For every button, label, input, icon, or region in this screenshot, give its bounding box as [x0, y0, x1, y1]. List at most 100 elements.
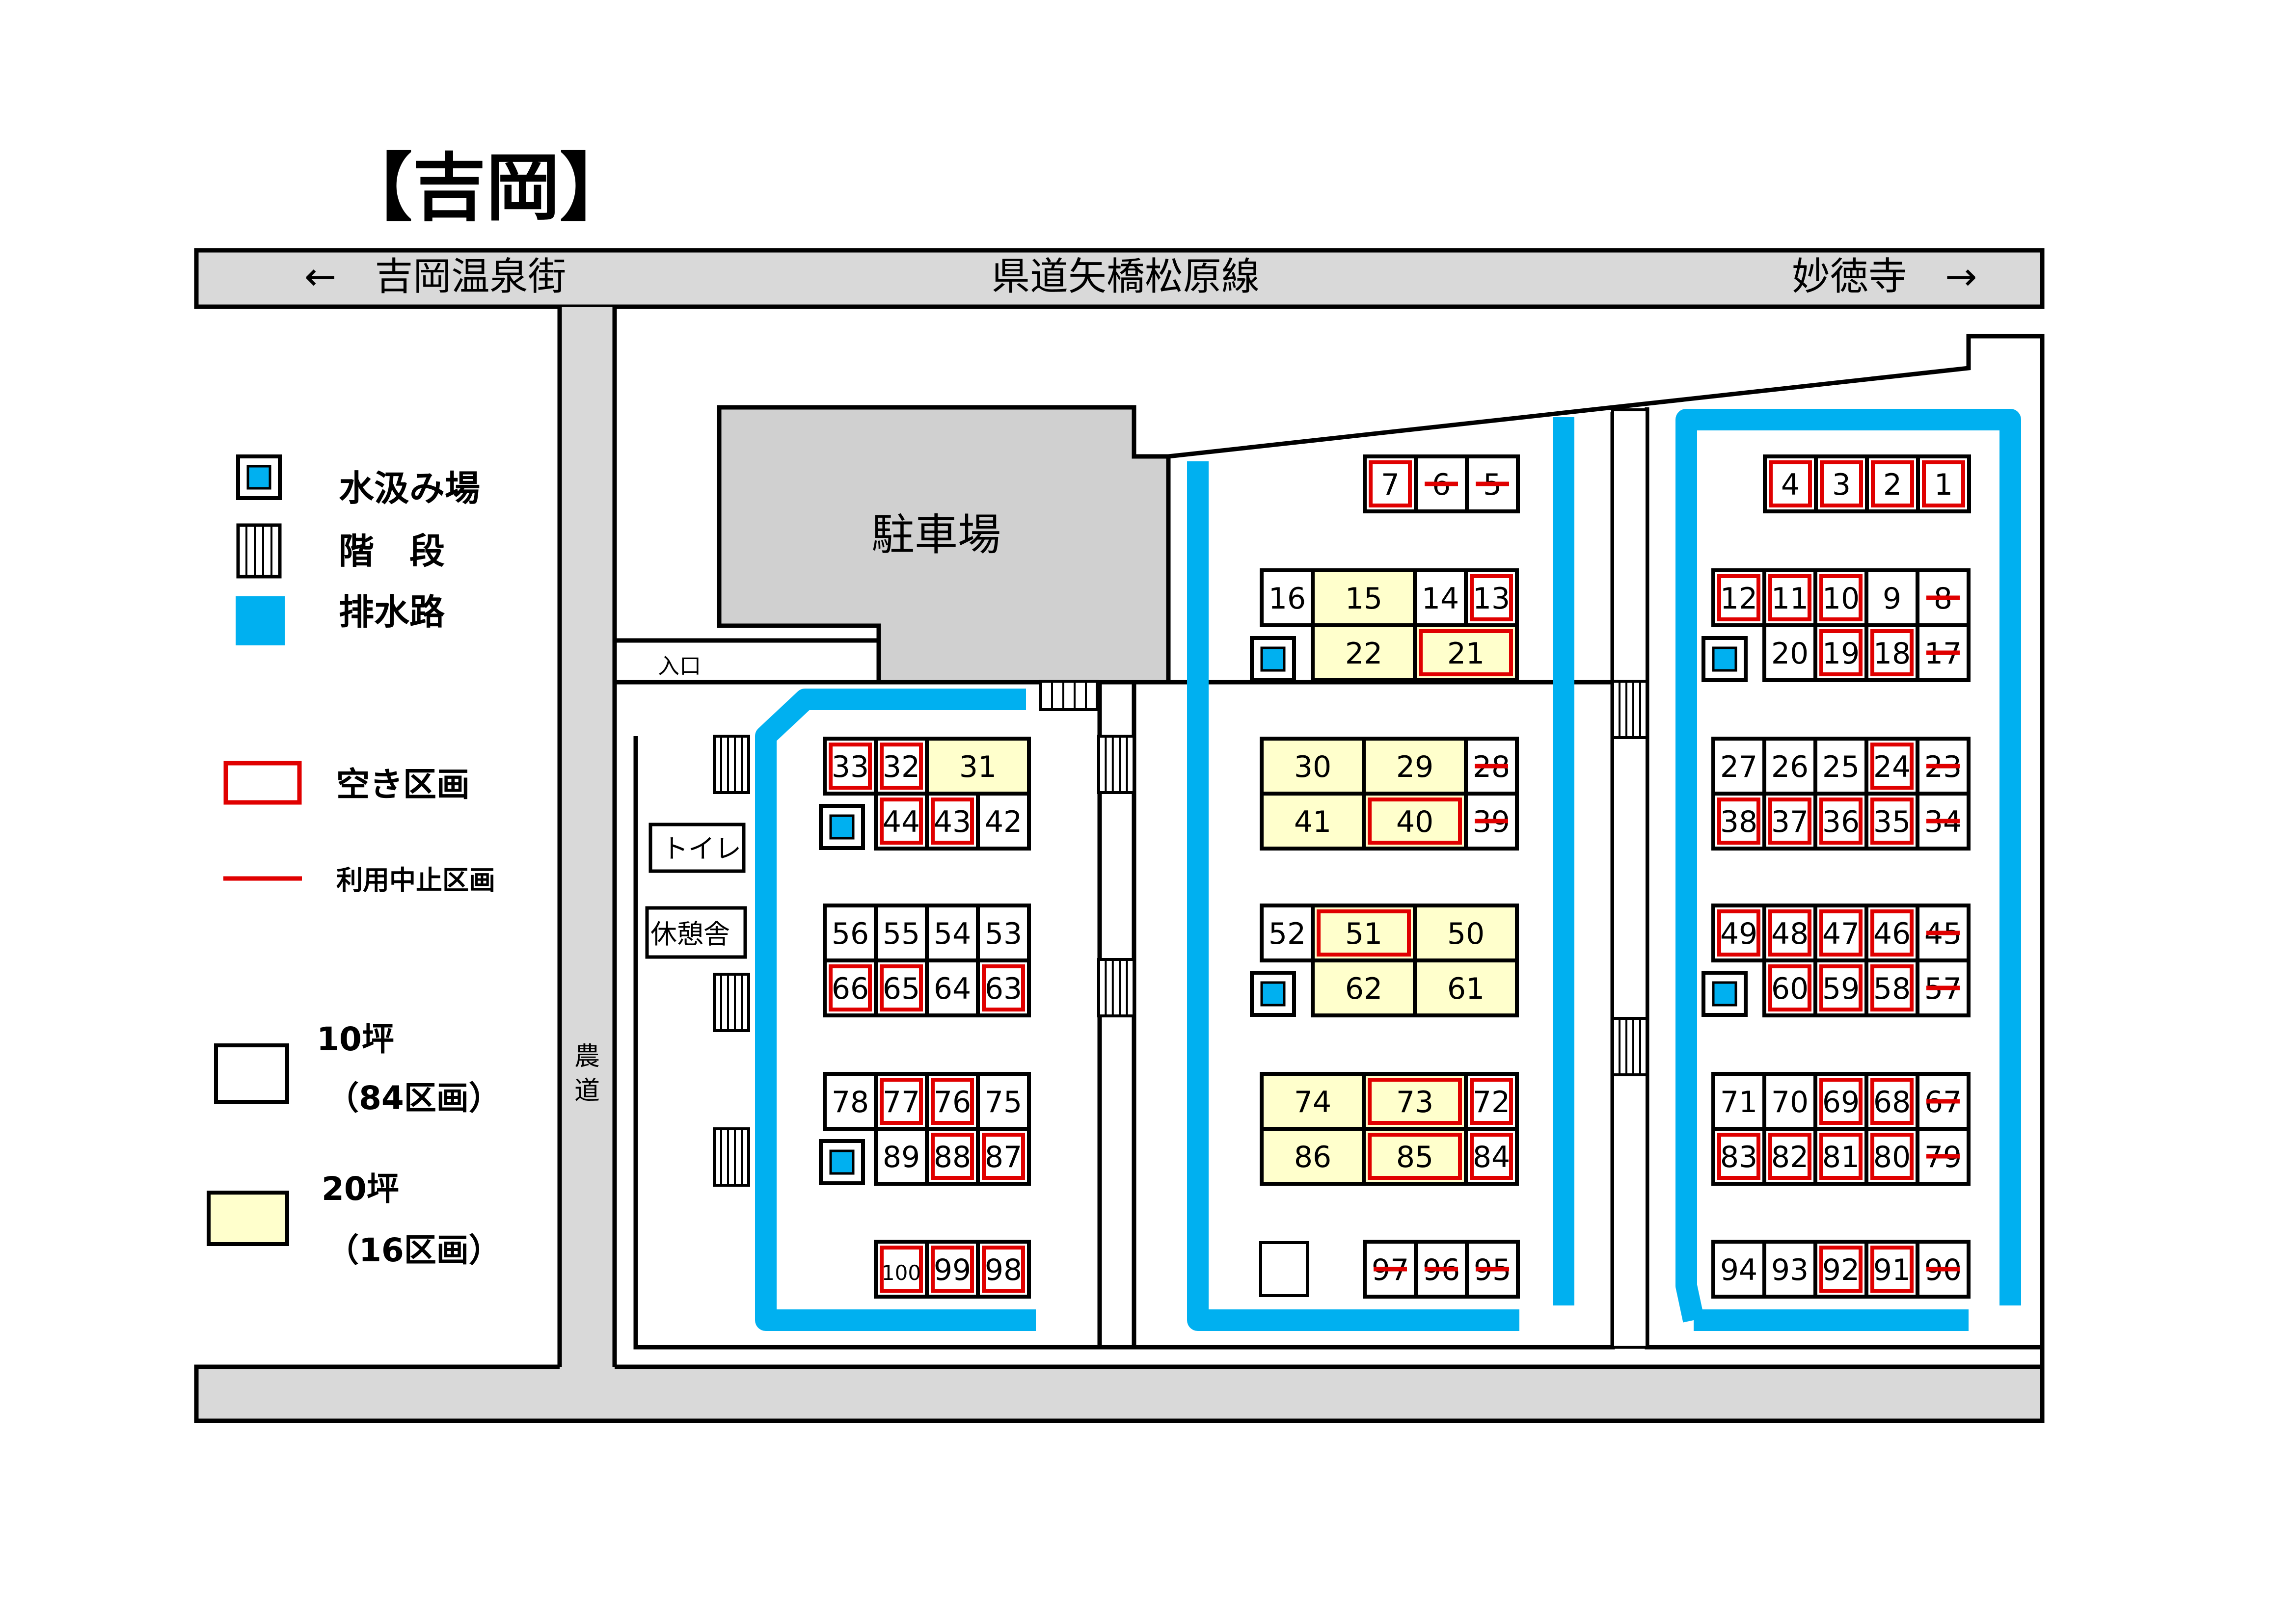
plot-42: 42: [976, 792, 1031, 851]
legend-vacant-label: 空き区画: [336, 766, 470, 804]
plot-31: 31: [925, 737, 1031, 796]
plot-number: 24: [1873, 750, 1911, 784]
plot-56: 56: [823, 904, 878, 962]
plot-number: 42: [985, 805, 1022, 839]
plot-number: 31: [959, 750, 997, 784]
plot-number: 61: [1447, 972, 1485, 1006]
plot-number: 32: [883, 750, 920, 784]
plot-number: 88: [934, 1140, 971, 1174]
plot-95: 95: [1465, 1240, 1520, 1299]
plot-40: 40: [1362, 792, 1468, 851]
plot-88: 88: [925, 1127, 980, 1186]
plot-44: 44: [874, 792, 929, 851]
legend-drain-label: 排水路: [339, 591, 445, 633]
plot-number: 83: [1720, 1140, 1757, 1174]
legend-suspended-label: 利用中止区画: [336, 865, 495, 896]
plot-7: 7: [1363, 454, 1418, 513]
plot-48: 48: [1762, 904, 1817, 962]
legend-size20-count: （16区画）: [326, 1231, 501, 1269]
plot-85: 85: [1362, 1127, 1468, 1186]
plot-number: 41: [1294, 805, 1331, 839]
legend: 水汲み場 階 段 排水路 空き区画 利用中止区画 10坪 （84区画） 20坪 …: [207, 454, 501, 1269]
stairs-2: [713, 973, 750, 1032]
plot-number: 80: [1873, 1140, 1911, 1174]
plot-number: 35: [1873, 805, 1911, 839]
plot-number: 100: [882, 1261, 921, 1285]
plot-97: 97: [1363, 1240, 1418, 1299]
road-left-label: ← 吉岡温泉街: [304, 255, 566, 299]
plot-58: 58: [1864, 958, 1919, 1017]
plot-91: 91: [1864, 1240, 1919, 1299]
plot-23: 23: [1916, 737, 1971, 796]
plot-number: 94: [1720, 1253, 1757, 1287]
plot-number: 78: [832, 1085, 869, 1119]
rest-house-box: [645, 906, 747, 959]
farm-road-label-1: 農: [574, 1042, 600, 1071]
plot-number: 10: [1822, 582, 1860, 616]
toilet-label: トイレ: [662, 833, 741, 864]
plot-15: 15: [1311, 568, 1417, 627]
drains: [755, 409, 2021, 1331]
plot-number: 75: [985, 1085, 1022, 1119]
plot-number: 18: [1873, 637, 1911, 671]
plot-81: 81: [1813, 1127, 1868, 1186]
water-points: [819, 636, 1748, 1185]
legend-stairs-icon: [236, 523, 282, 579]
bottom-road: [194, 1364, 2045, 1423]
block-middle-top: [1166, 412, 1615, 1347]
plot-number: 55: [883, 917, 920, 951]
plot-93: 93: [1762, 1240, 1817, 1299]
plot-63: 63: [976, 958, 1031, 1017]
plot-11: 11: [1762, 568, 1817, 627]
plot-76: 76: [925, 1072, 980, 1131]
road-center-label: 県道矢橋松原線: [992, 255, 1260, 299]
water-point-2: [819, 1139, 865, 1185]
drain-west: [755, 689, 1036, 1331]
plot-number: 87: [985, 1140, 1022, 1174]
stairs-8: [1611, 1017, 1648, 1076]
plot-number: 74: [1294, 1085, 1331, 1119]
plot-number: 2: [1883, 468, 1902, 502]
plot-51: 51: [1311, 904, 1417, 962]
plot-17: 17: [1916, 623, 1971, 682]
plot-77: 77: [874, 1072, 929, 1131]
plot-67: 67: [1916, 1072, 1971, 1131]
plot-74: 74: [1260, 1072, 1366, 1131]
parking-label: 駐車場: [871, 509, 1001, 560]
plot-number: 47: [1822, 917, 1860, 951]
legend-stairs-label: 階 段: [339, 531, 445, 572]
plot-25: 25: [1813, 737, 1868, 796]
plot-number: 12: [1720, 582, 1757, 616]
entrance-label: 入口: [658, 654, 701, 679]
plot-94: 94: [1711, 1240, 1766, 1299]
plot-20: 20: [1762, 623, 1817, 682]
plot-number: 63: [985, 972, 1022, 1006]
plot-75: 75: [976, 1072, 1031, 1131]
plot-84: 84: [1464, 1127, 1519, 1186]
plot-number: 56: [832, 917, 869, 951]
plot-number: 49: [1720, 917, 1757, 951]
drain-middle: [1187, 461, 1519, 1331]
plot-number: 92: [1822, 1253, 1860, 1287]
plot-39: 39: [1464, 792, 1519, 851]
plot-90: 90: [1916, 1240, 1971, 1299]
plot-83: 83: [1711, 1127, 1766, 1186]
top-road: [194, 248, 2045, 309]
rest-house-label: 休憩舎: [650, 919, 730, 950]
plot-number: 70: [1771, 1085, 1809, 1119]
plot-19: 19: [1813, 623, 1868, 682]
plot-number: 52: [1269, 917, 1306, 951]
plot-number: 20: [1771, 637, 1809, 671]
water-point-1: [819, 804, 865, 850]
plot-52: 52: [1260, 904, 1315, 962]
plot-number: 53: [985, 917, 1022, 951]
toilet-box: [648, 823, 746, 873]
plot-70: 70: [1762, 1072, 1817, 1131]
legend-drain-icon: [236, 596, 285, 645]
drain-east: [1675, 409, 2021, 1331]
plot-number: 86: [1294, 1140, 1331, 1174]
plot-82: 82: [1762, 1127, 1817, 1186]
plot-number: 37: [1771, 805, 1809, 839]
plot-number: 22: [1345, 637, 1382, 671]
